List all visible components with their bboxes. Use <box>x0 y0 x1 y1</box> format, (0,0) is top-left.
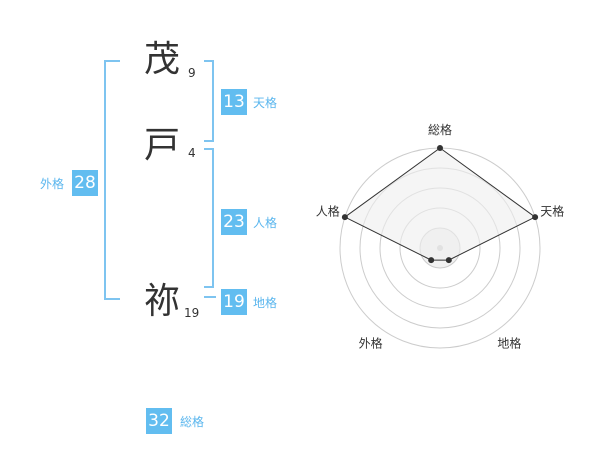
jinkaku-score: 23 <box>221 209 247 235</box>
name-char-1: 茂 <box>143 39 180 80</box>
chikaku-bracket <box>204 296 216 298</box>
tenkaku-label: 天格 <box>253 96 278 110</box>
stroke-count-3: 19 <box>184 306 200 320</box>
radar-point-0 <box>437 145 443 151</box>
radar-axis-label-0: 総格 <box>428 122 452 137</box>
stroke-count-1: 9 <box>188 66 196 80</box>
soukaku-label: 総格 <box>180 415 205 429</box>
radar-axis-label-4: 人格 <box>316 204 340 219</box>
chikaku-score: 19 <box>221 289 247 315</box>
radar-point-1 <box>532 214 539 221</box>
radar-axis-label-2: 地格 <box>497 335 521 350</box>
soukaku-score: 32 <box>146 408 172 434</box>
name-char-3: 祢 <box>143 281 180 322</box>
radar-shape <box>343 147 537 261</box>
gaikaku-bracket <box>104 60 120 300</box>
stroke-count-2: 4 <box>188 146 196 160</box>
radar-point-4 <box>341 214 348 221</box>
radar-axis-label-1: 天格 <box>540 204 564 219</box>
radar-axis-label-3: 外格 <box>359 335 383 350</box>
jinkaku-label: 人格 <box>253 216 278 230</box>
radar-points <box>341 145 539 264</box>
gaikaku-label: 外格 <box>40 177 65 191</box>
gaikaku-score: 28 <box>72 170 98 196</box>
radar-point-3 <box>428 257 435 264</box>
radar-point-2 <box>445 257 452 264</box>
chikaku-label: 地格 <box>253 296 278 310</box>
jinkaku-bracket <box>204 148 214 288</box>
tenkaku-score: 13 <box>221 89 247 115</box>
name-char-2: 戸 <box>143 125 180 166</box>
tenkaku-bracket <box>204 60 214 142</box>
